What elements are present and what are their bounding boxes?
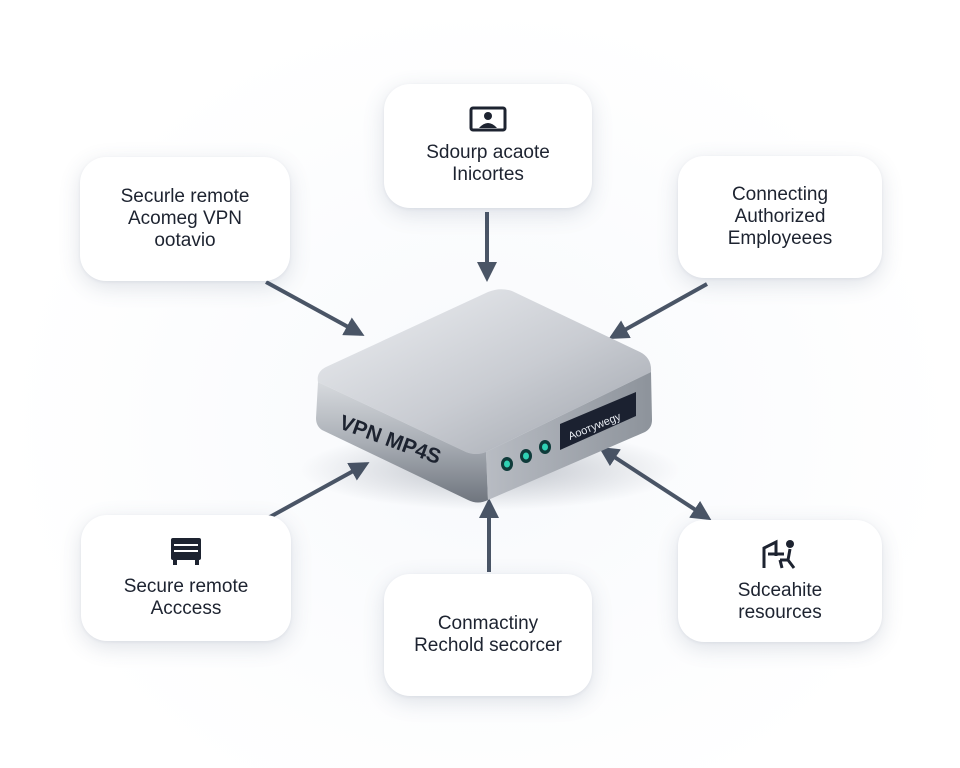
user-at-desk-icon: [762, 539, 796, 569]
node-card-bottom-left: Secure remote Acccess: [81, 515, 291, 641]
node-card-bottom-right: Sdceahite resources: [678, 520, 882, 642]
status-led: [542, 443, 548, 451]
status-led: [504, 460, 510, 468]
device-display-panel: [560, 392, 636, 450]
node-label-line: Secure remote: [123, 576, 249, 597]
node-label-line: Connecting: [731, 184, 829, 205]
node-card-top-right: Connecting Authorized Employeees: [678, 156, 882, 278]
device-front-left-face: [316, 382, 488, 503]
node-label-line: Sdourp acaote: [426, 142, 550, 163]
node-label-line: Employeees: [727, 228, 833, 249]
node-label-line: Inicortes: [452, 164, 524, 185]
arrow-from-top-left: [265, 280, 365, 336]
status-led: [523, 452, 529, 460]
status-leds: [501, 440, 551, 471]
node-label-line: Acccess: [150, 598, 222, 619]
node-label-line: Authorized: [734, 206, 826, 227]
node-card-top-left: Securle remote Acomeg VPN ootavio: [80, 157, 290, 281]
node-label-line: ootavio: [154, 230, 216, 251]
device-top-face: [317, 289, 652, 454]
server-rack-icon: [171, 538, 201, 565]
node-label-line: Securle remote: [120, 186, 250, 207]
node-label-line: Acomeg VPN: [127, 208, 243, 229]
node-label-line: Rechold secorcer: [414, 635, 562, 656]
monitor-user-icon: [469, 106, 507, 132]
node-label-line: resources: [738, 602, 822, 623]
node-label-line: Sdceahite: [737, 580, 823, 601]
node-card-bottom: Conmactiny Rechold secorcer: [384, 574, 592, 696]
node-label-line: Conmactiny: [437, 613, 539, 634]
arrow-from-top-right: [608, 282, 708, 339]
node-card-top: Sdourp acaote Inicortes: [384, 84, 592, 208]
